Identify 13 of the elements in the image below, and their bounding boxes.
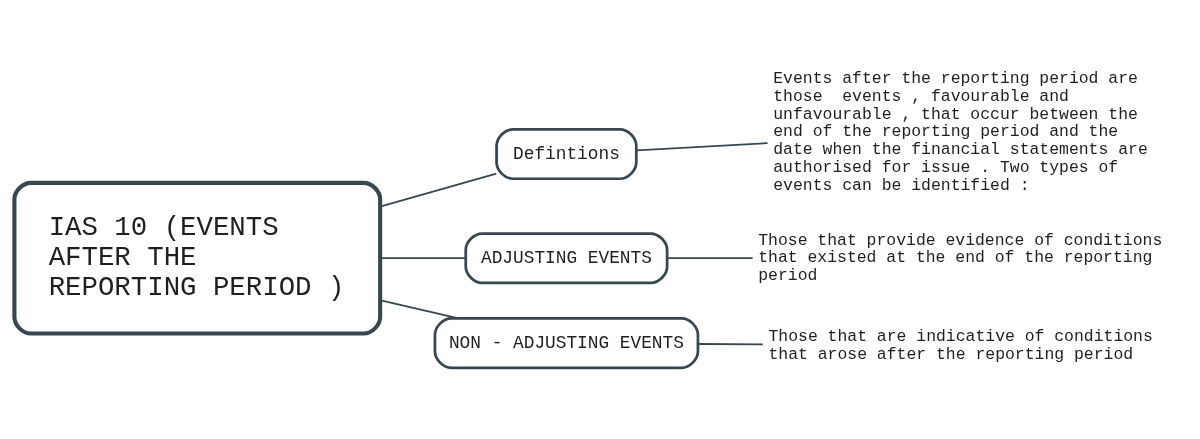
connector (666, 257, 754, 260)
connector (379, 299, 460, 320)
node-box: ADJUSTING EVENTS (464, 232, 669, 285)
connector (697, 343, 764, 346)
node-text: Those that are indicative of conditions that arose after the reporting period (768, 327, 1153, 365)
connector (379, 172, 498, 208)
connector (635, 142, 769, 152)
node-text: Those that provide evidence of conditions that existed at the end of the reporting period (758, 230, 1163, 286)
connector (379, 257, 467, 260)
node-box: IAS 10 (EVENTS AFTER THE REPORTING PERIOD ) (12, 180, 383, 336)
node-text: Events after the reporting period are those events , favourable and unfavourable , that occur between the end of the reporting period and the date when the financial statements are authorised for issue . Two types of events can be identified : (773, 69, 1148, 195)
node-box: Defintions (495, 128, 638, 181)
node-box: NON - ADJUSTING EVENTS (433, 317, 700, 370)
